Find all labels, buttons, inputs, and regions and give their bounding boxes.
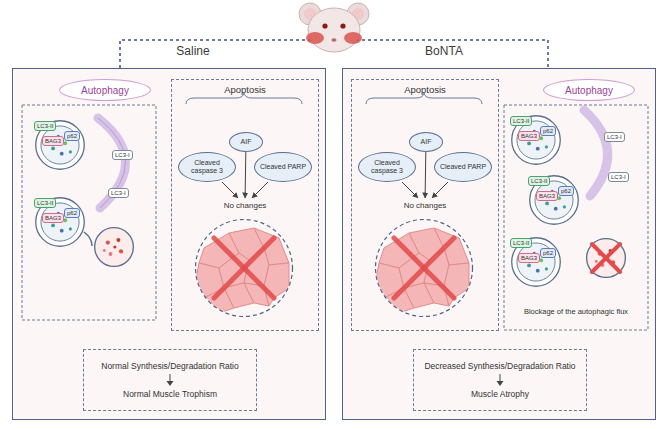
connector-arrow [252, 182, 268, 198]
node-heading: AIF [421, 138, 432, 146]
node-heading: Decreased Synthesis/Degradation Ratio [424, 361, 575, 371]
flow-arrow-head [167, 381, 174, 386]
marker-ellipse: Cleaved caspase 3 [178, 152, 236, 182]
autophagy-right-art [512, 110, 626, 286]
marker-ellipse: Cleaved caspase 3 [358, 152, 416, 182]
mouse-head-shape [340, 23, 345, 28]
node-heading: Saline [143, 44, 243, 58]
result-box: No changes [391, 198, 459, 212]
protein-tag: p62 [558, 186, 574, 196]
mouse-head-shape [332, 38, 337, 42]
autophagy-frame [22, 105, 648, 330]
node-heading: Cleaved caspase 3 [363, 159, 411, 174]
section-oval: Autophagy [543, 79, 635, 101]
mouse-head-shape [322, 23, 327, 28]
marker-ellipse: AIF [229, 132, 263, 152]
protein-tag: BAG3 [42, 136, 64, 146]
flow-arrow [495, 374, 505, 386]
marker-ellipse: Cleaved PARP [254, 152, 312, 182]
node-text: Normal Muscle Trophism [123, 389, 217, 399]
autophagy-right-art-shape [592, 244, 620, 272]
node-heading: BoNTA [394, 44, 494, 58]
apoptosis-brace [186, 92, 482, 104]
protein-tag: LC3-I [108, 188, 129, 198]
autophagy-frame-shape [504, 105, 648, 330]
node-heading: Apoptosis [352, 84, 498, 95]
section-oval: Autophagy [59, 79, 151, 101]
marker-ellipse: AIF [409, 132, 443, 152]
muscle-fibers-shape [376, 220, 473, 317]
connector-arrow [402, 182, 418, 198]
protein-tag: LC3-I [604, 132, 625, 142]
marker-ellipse: Cleaved PARP [434, 152, 492, 182]
connector-arrow [432, 182, 448, 198]
node-heading: No changes [224, 201, 267, 210]
protein-tag: p62 [540, 248, 556, 258]
connector-arrow [245, 152, 247, 198]
protein-tag: BAG3 [42, 213, 64, 223]
protein-tag: BAG3 [518, 253, 540, 263]
node-heading: Cleaved caspase 3 [183, 159, 231, 174]
apoptosis-brace-shape [366, 92, 482, 104]
connector-arrow [425, 152, 427, 198]
protein-tag: p62 [540, 126, 556, 136]
muscle-fibers-shape [196, 220, 293, 317]
outcome-box: Decreased Synthesis/Degradation RatioMus… [413, 349, 587, 411]
outcome-box: Normal Synthesis/Degradation RatioNormal… [83, 349, 257, 411]
connector-arrow [222, 182, 238, 198]
muscle-fibers [196, 220, 473, 317]
autophagy-right-art-shape [584, 110, 608, 196]
autophagy-right-art-shape [587, 239, 626, 278]
autophagy-left-art-shape [95, 228, 134, 267]
flow-arrow-shaft [170, 374, 171, 382]
annotation-text: Blockage of the autophagic flux [506, 308, 646, 316]
protein-tag: BAG3 [536, 191, 558, 201]
node-heading: Autophagy [565, 85, 613, 96]
flow-arrow [165, 374, 175, 386]
protein-tag: BAG3 [518, 131, 540, 141]
node-heading: No changes [404, 201, 447, 210]
node-heading: Cleaved PARP [260, 163, 306, 171]
mouse-head [299, 3, 369, 52]
protein-tag: LC3-II [528, 176, 550, 186]
protein-tag: LC3-II [34, 121, 56, 131]
node-heading: Normal Synthesis/Degradation Ratio [101, 361, 238, 371]
autophagy-frame-shape [22, 105, 156, 320]
protein-tag: p62 [64, 131, 80, 141]
apoptosis-brace-shape [186, 92, 302, 104]
protein-tag: LC3-I [608, 172, 629, 182]
mouse-head-shape [308, 8, 360, 52]
node-heading: AIF [241, 138, 252, 146]
mouse-head-shape [306, 32, 324, 44]
node-text: Muscle Atrophy [471, 389, 529, 399]
node-heading: Cleaved PARP [440, 163, 486, 171]
flow-arrow-head [497, 381, 504, 386]
node-heading: Autophagy [81, 85, 129, 96]
mouse-head-shape [344, 32, 362, 44]
protein-tag: LC3-II [510, 238, 532, 248]
result-box: No changes [211, 198, 279, 212]
autophagy-left-art [36, 118, 134, 266]
protein-tag: LC3-I [112, 150, 133, 160]
protein-tag: LC3-II [510, 116, 532, 126]
node-heading: Apoptosis [172, 84, 318, 95]
protein-tag: p62 [64, 208, 80, 218]
autophagy-right-art-shape [592, 244, 620, 272]
protein-tag: LC3-II [34, 198, 56, 208]
autophagy-left-art-shape [84, 232, 92, 246]
flow-arrow-shaft [500, 374, 501, 382]
